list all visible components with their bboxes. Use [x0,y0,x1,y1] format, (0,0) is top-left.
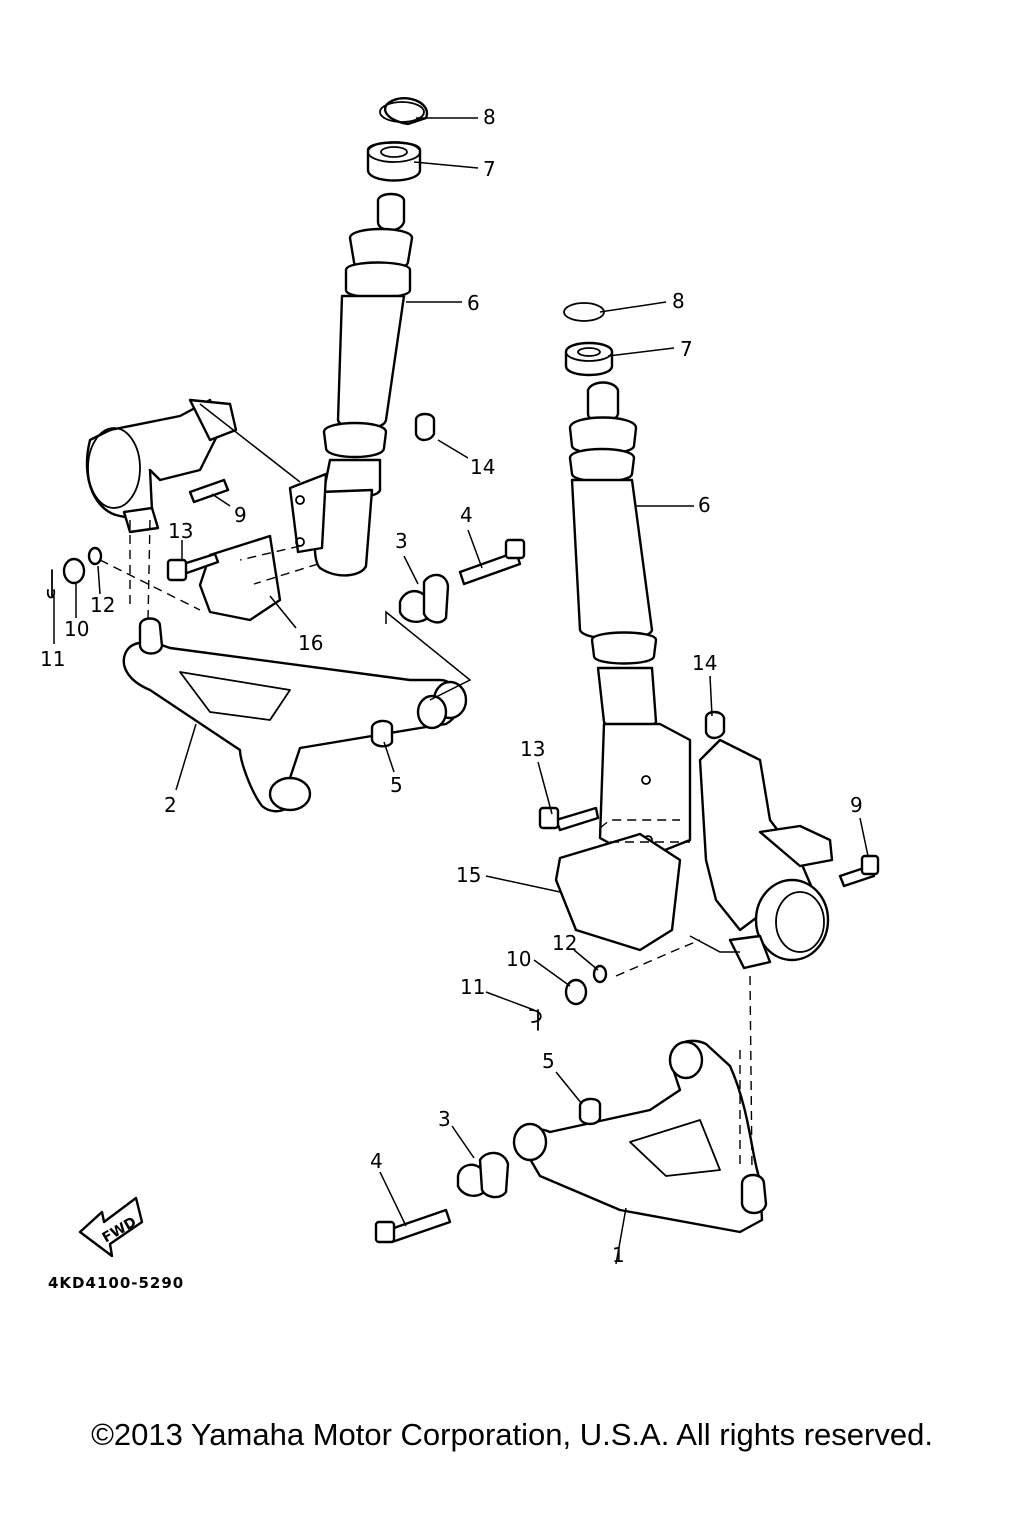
right-circlip [563,302,605,322]
callout-right-8: 8 [672,289,685,313]
callout-left-16: 16 [298,631,323,655]
callout-leaders [53,117,869,1265]
callout-right-12: 12 [552,931,577,955]
right-small-parts [374,710,880,1244]
callout-right-7: 7 [680,337,693,361]
right-knuckle [698,738,834,970]
left-shock-absorber [288,192,414,577]
callout-right-3: 3 [438,1107,451,1131]
callout-right-9: 9 [850,793,863,817]
callout-left-5: 5 [390,773,403,797]
left-small-parts [46,412,526,748]
callout-right-15: 15 [456,863,481,887]
callout-left-2: 2 [164,793,177,817]
callout-left-13: 13 [168,519,193,543]
callout-right-1: 1 [612,1243,625,1267]
right-shock-absorber [568,381,692,862]
left-circlip [379,97,429,126]
forward-arrow-icon: FWD [78,1196,144,1258]
callout-left-4: 4 [460,503,473,527]
right-ball-joint [740,1173,768,1215]
left-shock-nut [366,141,422,182]
right-shock-nut [564,341,614,377]
callout-left-10: 10 [64,617,89,641]
left-ball-joint [138,617,164,655]
callout-right-5: 5 [542,1049,555,1073]
left-knuckle [85,398,238,534]
copyright-notice: ©2013 Yamaha Motor Corporation, U.S.A. A… [91,1417,933,1452]
left-upper-arm-2 [122,641,468,813]
diagram-code: 4KD4100-5290 [48,1274,184,1292]
callout-right-10: 10 [506,947,531,971]
callout-right-13: 13 [520,737,545,761]
callout-left-9: 9 [234,503,247,527]
callout-left-7: 7 [483,157,496,181]
left-guard-16 [198,534,282,622]
callout-left-3: 3 [395,529,408,553]
callout-right-14: 14 [692,651,717,675]
callout-left-11: 11 [40,647,65,671]
callout-right-6: 6 [698,493,711,517]
callout-left-8: 8 [483,105,496,129]
callout-left-12: 12 [90,593,115,617]
right-guard-15 [554,832,682,952]
right-lower-arm-1 [512,1039,764,1234]
callout-left-6: 6 [467,291,480,315]
callout-right-11: 11 [460,975,485,999]
callout-right-4: 4 [370,1149,383,1173]
callout-left-14: 14 [470,455,495,479]
